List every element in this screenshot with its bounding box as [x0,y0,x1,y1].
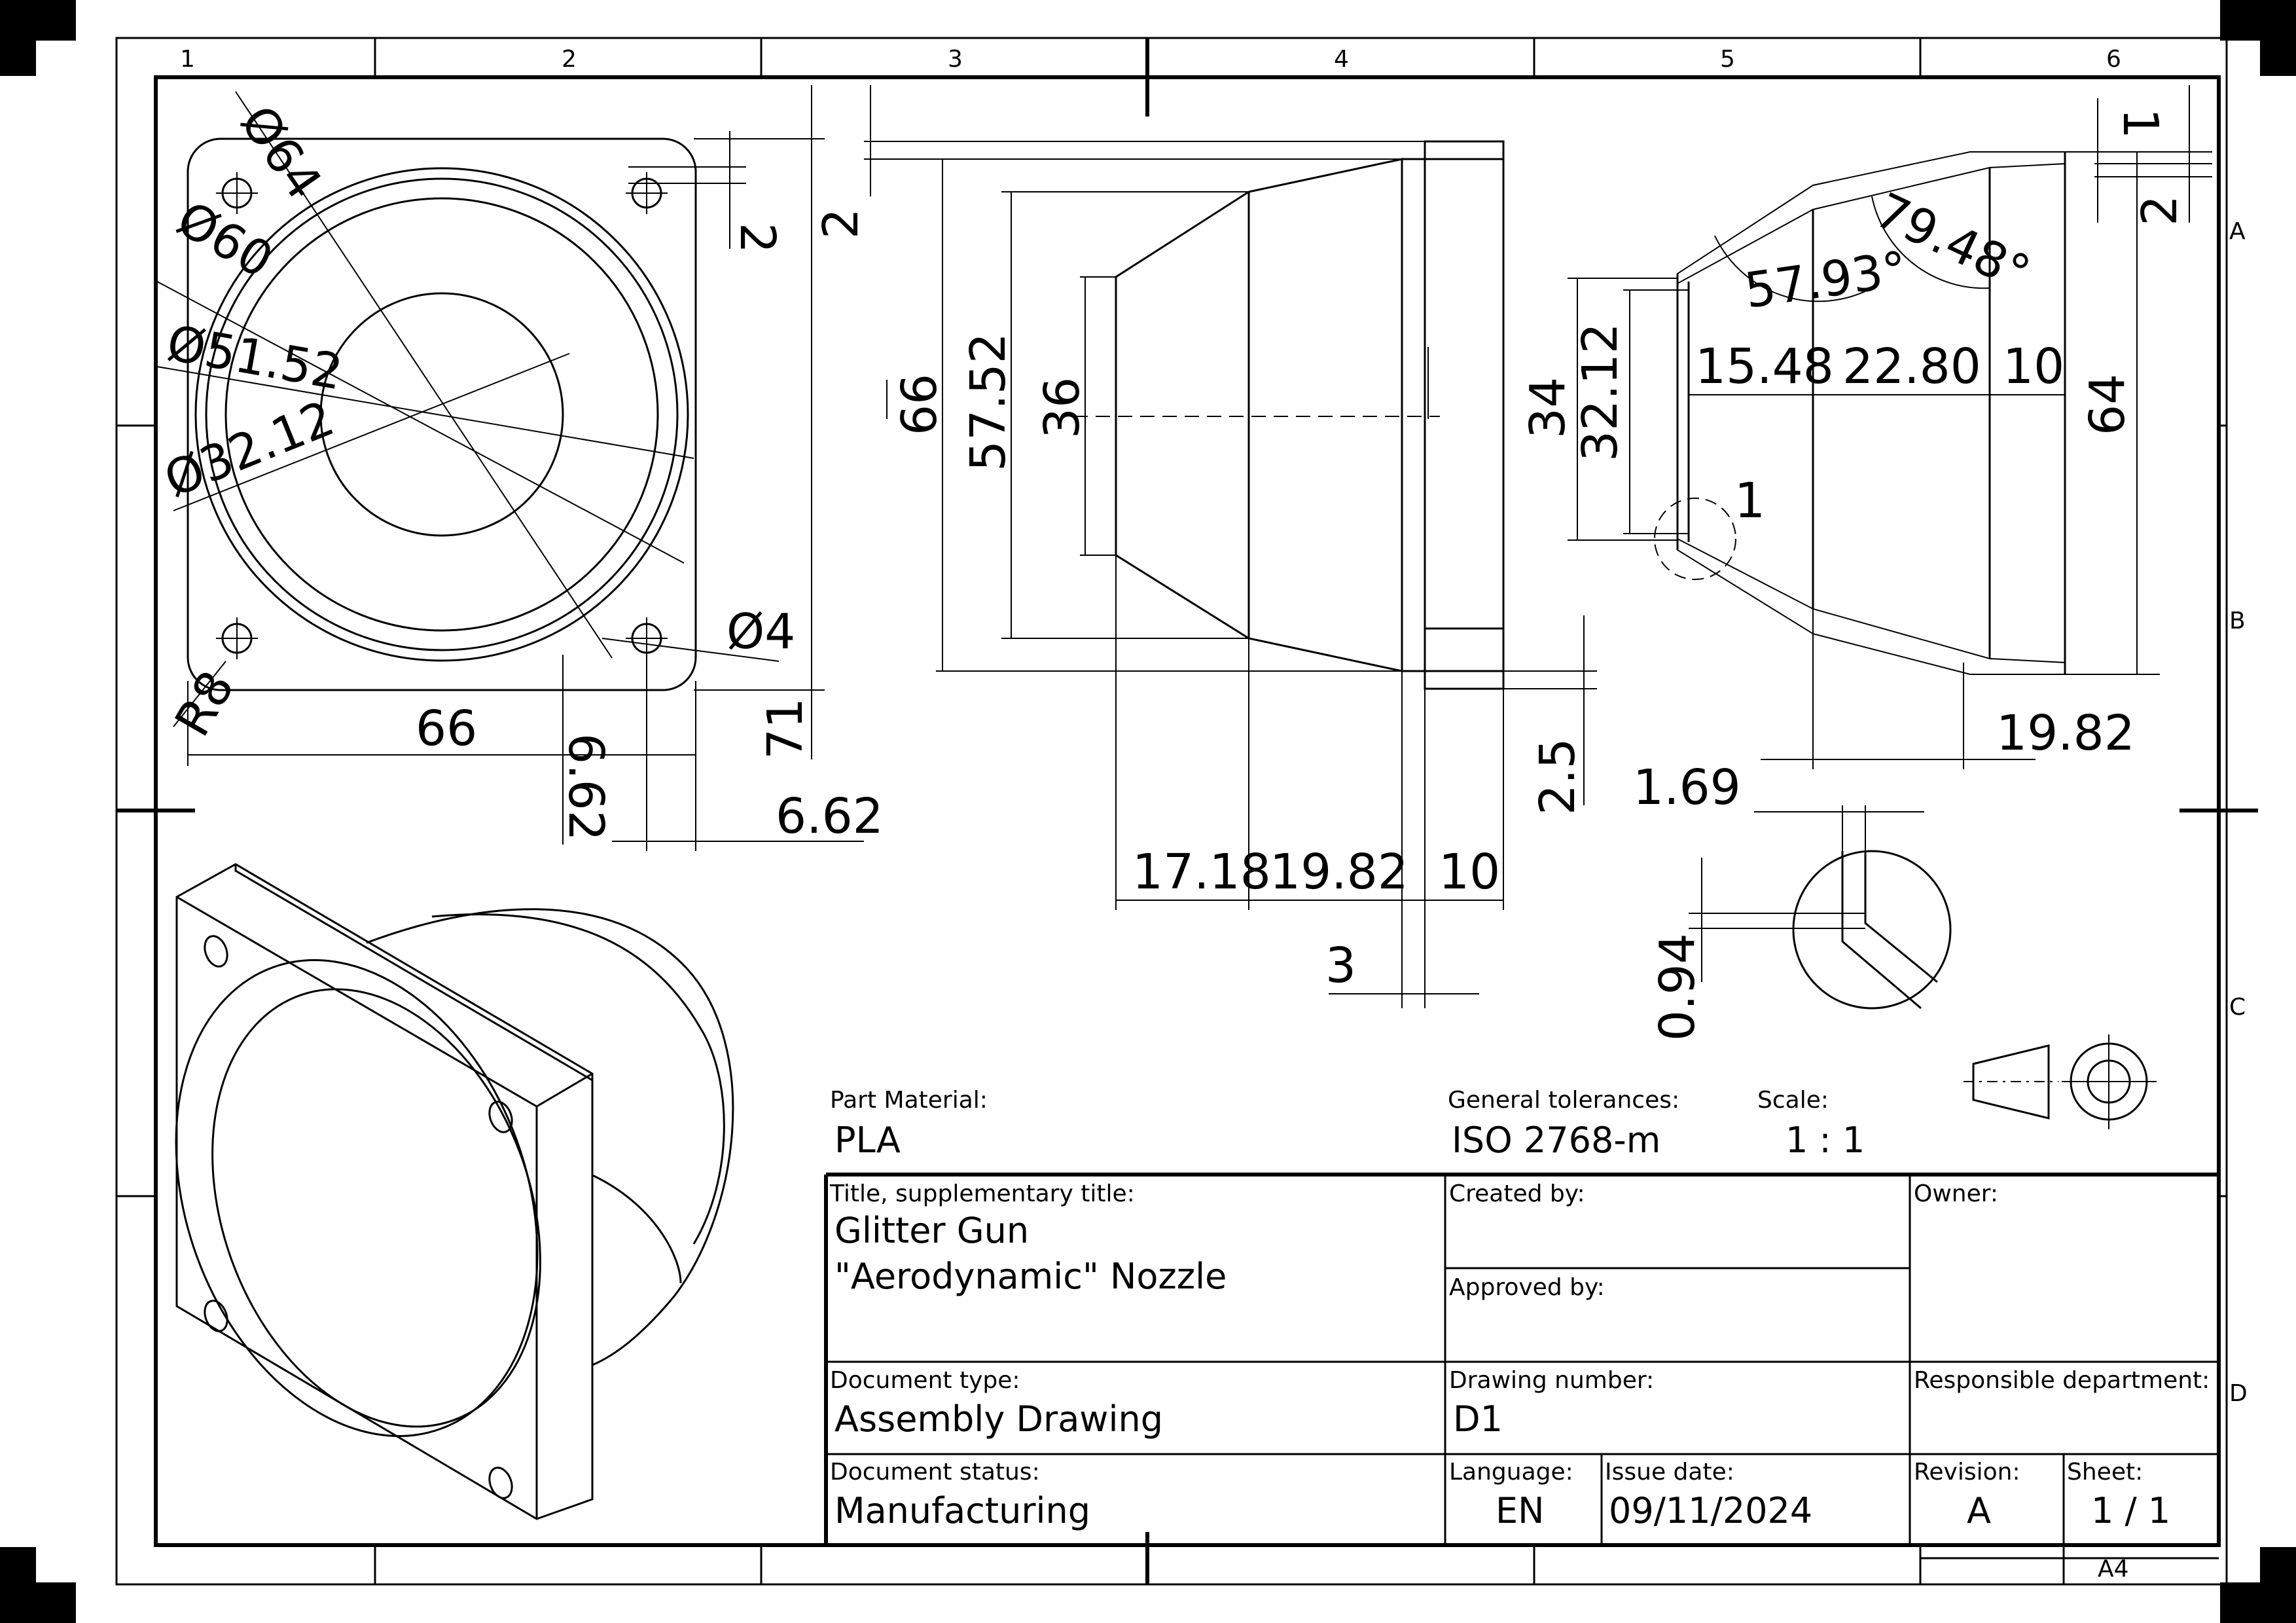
dim-32-12: 32.12 [1572,323,1628,462]
dim-6-62-vertical: 6.62 [558,733,614,841]
section-view-dim-labels: 34 32.12 15.48 22.80 10 64 57.93° 79.48°… [1520,108,2188,761]
issue-date-value: 09/11/2024 [1609,1490,1812,1531]
responsible-department-label: Responsible department: [1914,1367,2210,1394]
detail-view-dim-labels: 1.69 0.94 [1633,759,1741,1041]
dim-64-section: 64 [2079,374,2136,435]
front-view: Ø64 Ø60 Ø51.52 Ø32.12 Ø4 R8 66 6.62 6.62… [157,85,884,851]
zone-col-4: 4 [1334,46,1349,73]
general-tolerances-value: ISO 2768-m [1452,1120,1660,1161]
dim-71-height: 71 [757,698,814,759]
zone-row-b: B [2229,608,2246,634]
general-tolerances-label: General tolerances: [1448,1087,1679,1114]
dim-r8: R8 [164,662,245,746]
zone-row-a: A [2229,218,2246,245]
revision-value: A [1967,1490,1991,1531]
dim-19-82-side: 19.82 [1270,844,1408,900]
dim-34: 34 [1520,377,1576,439]
side-view: 2 66 57.52 36 17.18 19.82 10 3 2.5 [813,85,1597,1008]
side-view-dim-labels: 2 66 57.52 36 17.18 19.82 10 3 2.5 [813,208,1586,994]
drawing-number-value: D1 [1453,1398,1503,1440]
dim-2-section: 2 [2132,195,2188,226]
dim-0-94: 0.94 [1649,933,1706,1041]
created-by-label: Created by: [1449,1180,1585,1207]
revision-label: Revision: [1914,1459,2020,1486]
dim-19-82-section: 19.82 [1996,705,2135,761]
isometric-view [175,863,734,1520]
dim-3: 3 [1325,938,1356,994]
dim-2-side: 2 [813,208,869,239]
drawing-number-label: Drawing number: [1449,1367,1654,1394]
dim-22-80: 22.80 [1842,338,1981,395]
detail-callout-1: 1 [1734,473,1765,529]
detail-view: 1.69 0.94 [1633,759,1952,1041]
document-status-value: Manufacturing [834,1490,1090,1531]
zone-labels: 1 2 3 4 5 6 A B C D [180,46,2248,1407]
document-type-label: Document type: [830,1367,1020,1394]
dim-66-width: 66 [416,701,477,757]
title-block: Part Material: PLA General tolerances: I… [824,1087,2219,1584]
sheet-label: Sheet: [2067,1459,2143,1486]
title-label: Title, supplementary title: [829,1180,1135,1207]
dim-dia-4: Ø4 [726,604,795,660]
part-material-label: Part Material: [830,1087,988,1114]
dim-dia-51-52: Ø51.52 [163,315,347,401]
sheet-value: 1 / 1 [2091,1490,2170,1531]
dim-57-52: 57.52 [960,333,1016,471]
zone-col-2: 2 [562,46,577,73]
title-line-1: Glitter Gun [834,1210,1029,1251]
dim-17-18: 17.18 [1132,844,1271,900]
title-line-2: "Aerodynamic" Nozzle [834,1256,1227,1297]
issue-date-label: Issue date: [1605,1459,1734,1486]
dim-36: 36 [1034,377,1090,439]
scale-value: 1 : 1 [1785,1120,1865,1161]
paper-size: A4 [2098,1556,2129,1582]
sheet-border [115,37,2258,1586]
dim-1-69: 1.69 [1633,759,1741,816]
zone-col-3: 3 [948,46,963,73]
document-status-label: Document status: [830,1459,1040,1486]
dim-angle-57-93: 57.93° [1742,241,1910,319]
owner-label: Owner: [1914,1180,1998,1207]
dim-15-48: 15.48 [1695,338,1834,395]
scale-label: Scale: [1757,1087,1829,1114]
zone-row-d: D [2229,1380,2248,1407]
dim-2-hole-offset: 2 [729,223,785,253]
dim-10-section: 10 [2003,338,2064,395]
part-material-value: PLA [834,1120,901,1161]
dim-2-5: 2.5 [1530,738,1586,815]
dim-6-62-horizontal: 6.62 [776,788,884,845]
mounting-holes [216,172,668,659]
dim-1-wall: 1 [2112,108,2168,139]
front-view-dim-labels: Ø64 Ø60 Ø51.52 Ø32.12 Ø4 R8 66 6.62 6.62… [157,96,884,845]
dim-dia-60: Ø60 [168,191,282,289]
zone-col-1: 1 [180,46,195,73]
section-view: 34 32.12 15.48 22.80 10 64 57.93° 79.48°… [1520,85,2212,769]
zone-col-6: 6 [2106,46,2121,73]
projection-symbol [1964,1034,2157,1129]
language-value: EN [1496,1490,1545,1531]
dim-66-side: 66 [891,374,948,435]
zone-col-5: 5 [1720,46,1735,73]
zone-row-c: C [2229,994,2246,1021]
document-type-value: Assembly Drawing [834,1398,1163,1440]
language-label: Language: [1449,1459,1573,1486]
dim-10-side: 10 [1439,844,1500,900]
dim-dia-32-12: Ø32.12 [157,390,342,509]
approved-by-label: Approved by: [1449,1274,1605,1301]
